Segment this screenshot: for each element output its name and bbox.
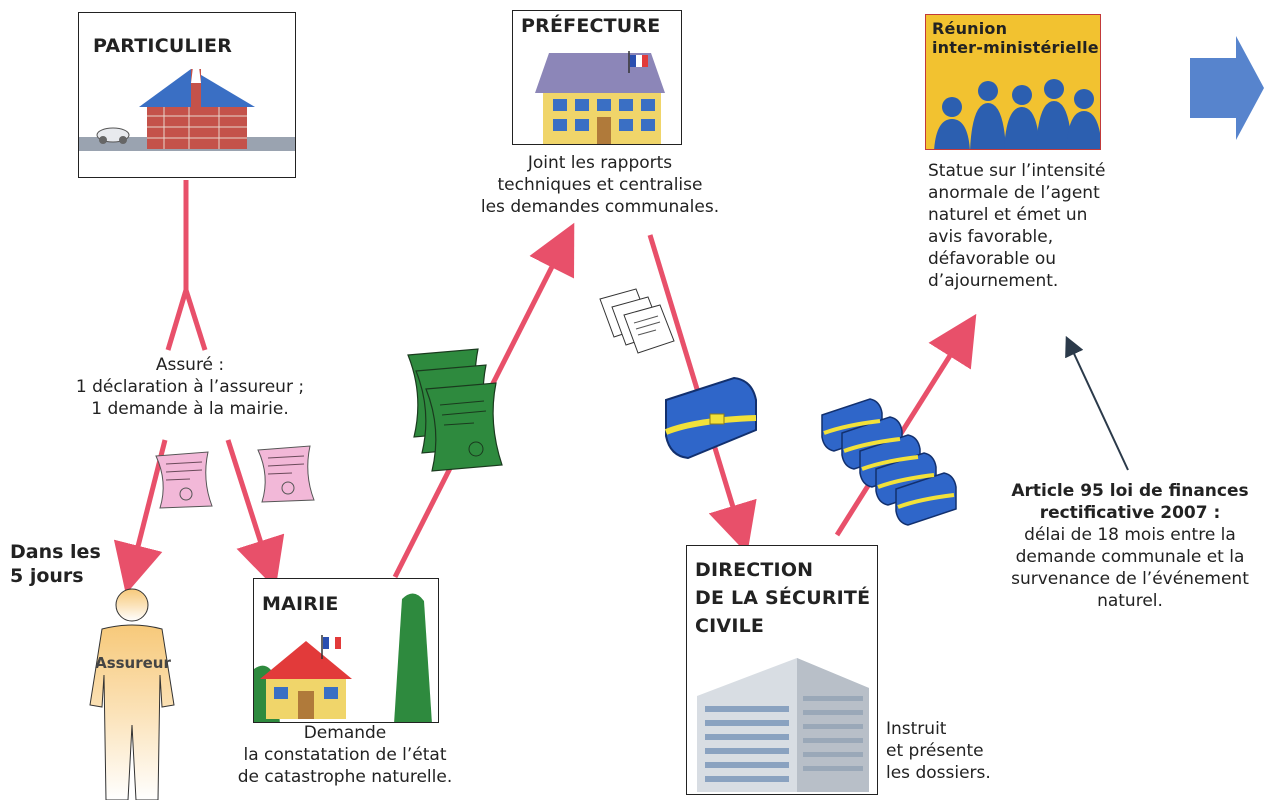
dsc-title-line: CIVILE: [695, 615, 765, 637]
document-icon: [155, 451, 213, 509]
document-icon: [407, 348, 503, 472]
prefecture-building-icon: [535, 51, 665, 144]
prefecture-text-line: Joint les rapports: [527, 153, 673, 173]
big-arrow-icon: [1190, 36, 1264, 140]
reunion-text-line: anormale de l’agent: [928, 183, 1100, 203]
reunion-text-line: d’ajournement.: [928, 271, 1059, 291]
house-icon: [79, 67, 295, 151]
dsc-description: Instruit et présente les dossiers.: [886, 718, 1026, 784]
folder-icon: [821, 398, 957, 526]
dsc-text-line: et présente: [886, 741, 984, 761]
assure-text: Assuré : 1 déclaration à l’assureur ; 1 …: [40, 354, 340, 420]
document-icon: [599, 288, 675, 354]
person-silhouette-icon: [89, 588, 175, 800]
delai-label: Dans les 5 jours: [10, 540, 130, 588]
mairie-text-line: la constatation de l’état: [243, 745, 447, 765]
document-icon: [257, 445, 315, 503]
reunion-text-line: Statue sur l’intensité: [928, 161, 1106, 181]
article-heading-line: rectificative 2007 :: [1039, 503, 1221, 523]
prefecture-description: Joint les rapports techniques et central…: [460, 152, 740, 218]
prefecture-text-line: techniques et centralise: [497, 175, 703, 195]
reunion-title-line: Réunion: [932, 19, 1008, 38]
reunion-title-line: inter-ministérielle: [932, 38, 1099, 58]
mairie-box: MAIRIE: [253, 578, 439, 723]
arrow-article-to-reunion: [1065, 335, 1129, 471]
article-note: Article 95 loi de finances rectificative…: [985, 480, 1275, 612]
reunion-text-line: avis favorable,: [928, 227, 1054, 247]
particulier-box: PARTICULIER: [78, 12, 296, 178]
dsc-title: DIRECTION DE LA SÉCURITÉ CIVILE: [695, 556, 870, 640]
dsc-box: DIRECTION DE LA SÉCURITÉ CIVILE: [686, 545, 878, 795]
article-text-line: demande communale et la: [1015, 547, 1245, 567]
reunion-box: Réunion inter-ministérielle: [925, 14, 1101, 150]
mairie-text-line: Demande: [303, 723, 387, 743]
dsc-title-line: DE LA SÉCURITÉ: [695, 587, 871, 609]
prefecture-box: PRÉFECTURE: [512, 10, 682, 145]
article-text-line: délai de 18 mois entre la: [1024, 525, 1236, 545]
article-text-line: survenance de l’événement: [1011, 569, 1249, 589]
reunion-title: Réunion inter-ministérielle: [932, 19, 1099, 57]
prefecture-title: PRÉFECTURE: [521, 15, 661, 37]
assure-text-line: Assuré :: [155, 355, 225, 375]
mairie-text-line: de catastrophe naturelle.: [237, 767, 453, 787]
article-text-line: naturel.: [1097, 591, 1163, 611]
reunion-description: Statue sur l’intensité anormale de l’age…: [928, 160, 1168, 292]
connector-fork-left: [165, 289, 189, 351]
dsc-title-line: DIRECTION: [695, 559, 814, 581]
assure-text-line: 1 déclaration à l’assureur ;: [75, 377, 305, 397]
reunion-text-line: naturel et émet un: [928, 205, 1088, 225]
folder-icon: [664, 376, 757, 460]
office-building-icon: [697, 658, 869, 792]
dsc-text-line: Instruit: [886, 719, 947, 739]
connector-fork-right: [183, 289, 208, 351]
particulier-title: PARTICULIER: [93, 35, 233, 57]
town-hall-icon: [254, 593, 432, 722]
dsc-text-line: les dossiers.: [886, 763, 991, 783]
mairie-description: Demande la constatation de l’état de cat…: [200, 722, 490, 788]
assureur-label: Assureur: [95, 654, 171, 672]
reunion-text-line: défavorable ou: [928, 249, 1057, 269]
meeting-people-icon: [926, 15, 1100, 149]
delai-line: 5 jours: [10, 565, 84, 587]
delai-line: Dans les: [10, 541, 101, 563]
assure-text-line: 1 demande à la mairie.: [91, 399, 289, 419]
mairie-title: MAIRIE: [262, 593, 339, 615]
prefecture-text-line: les demandes communales.: [480, 197, 720, 217]
article-heading-line: Article 95 loi de finances: [1011, 481, 1249, 501]
